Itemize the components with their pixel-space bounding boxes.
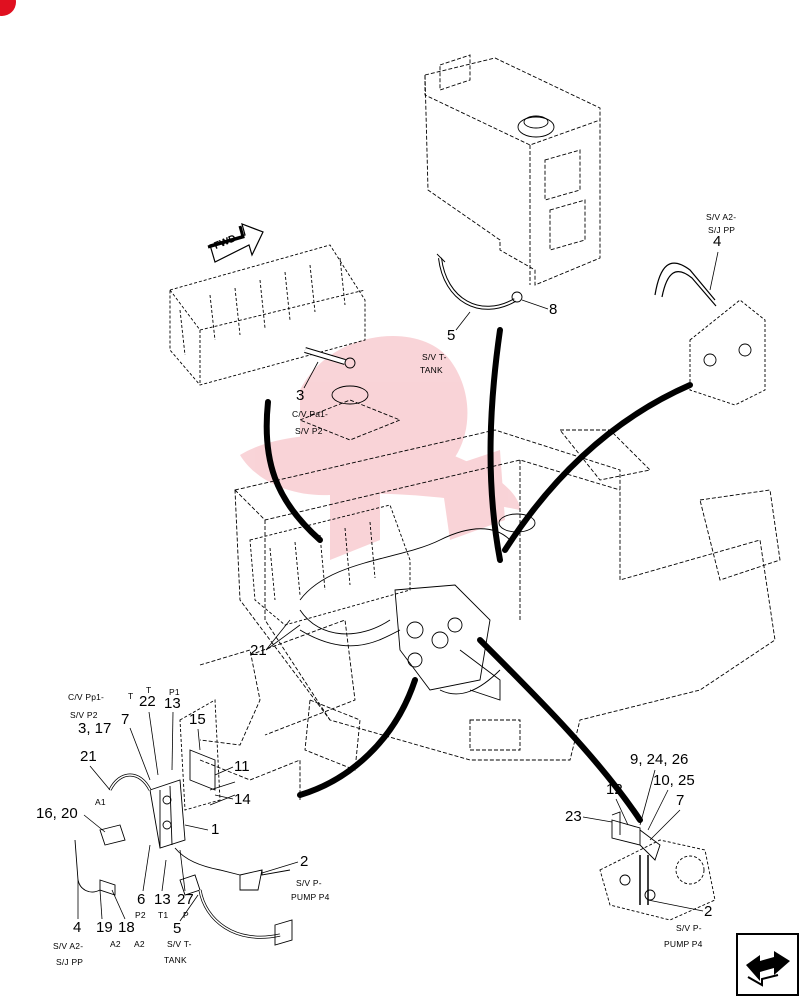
port-t1: T1 [158,910,169,920]
callout-9-24-26: 9, 24, 26 [630,751,689,768]
port-a2-b: A2 [134,939,145,949]
hydraulic-tank [424,54,601,286]
hose-5-tank [438,257,516,310]
callout-4: 4 [713,233,722,250]
caption-cv-pp1-1: C/V Pp1- [68,692,105,702]
pump-assembly [599,811,716,921]
caption-sv-t-top-1: S/V T- [422,352,447,362]
callout-23: 23 [565,808,582,825]
caption-cv-pp1-2: S/V P2 [70,710,98,720]
callout-21-left: 21 [80,748,97,765]
port-p: P [183,910,189,920]
callout-13-lower: 13 [154,891,171,908]
watermark-logo [240,336,520,560]
callout-19: 19 [96,919,113,936]
swivel-top [331,385,369,405]
callout-18: 18 [118,919,135,936]
frame-solenoid-block [394,584,501,701]
upper-frame [234,399,781,771]
port-p2: P2 [135,910,146,920]
callout-15: 15 [189,711,206,728]
control-valve-assembly [169,244,366,386]
callout-3: 3 [296,387,305,404]
callout-3-17: 3, 17 [78,720,112,737]
caption-sv-a2-top-2: S/J PP [708,225,736,235]
caption-sv-t-bot-2: TANK [164,955,187,965]
callout-13: 13 [164,695,181,712]
callout-12: 12 [606,781,623,798]
callout-7: 7 [121,711,130,728]
solenoid-valve-right [654,262,766,406]
caption-sv-p-right-1: S/V P- [676,923,702,933]
caption-sv-a2-bot-1: S/V A2- [53,941,84,951]
callout-27: 27 [177,891,194,908]
port-t-b: T [146,685,152,695]
callout-8: 8 [549,301,558,318]
callout-11: 11 [234,758,250,775]
fwd-arrow-icon [207,223,264,263]
caption-sv-t-bot-1: S/V T- [167,939,192,949]
callout-5: 5 [447,327,456,344]
port-t-a: T [128,691,134,701]
caption-sv-a2-bot-2: S/J PP [56,957,84,967]
port-a2-a: A2 [110,939,121,949]
callout-7-right: 7 [676,792,685,809]
caption-sv-p-left-1: S/V P- [296,878,322,888]
caption-sv-t-top-2: TANK [420,365,443,375]
navigate-arrow-button[interactable] [736,933,799,996]
callout-16-20: 16, 20 [36,805,78,822]
frame-control-valve [249,504,411,626]
tank-cap [517,116,555,138]
caption-sv-p-right-2: PUMP P4 [664,939,703,949]
caption-cv-pa1-1: C/V Pa1- [292,409,329,419]
caption-sv-p-left-2: PUMP P4 [291,892,330,902]
port-a1: A1 [95,797,106,807]
callout-4-lower: 4 [73,919,82,936]
callout-10-25: 10, 25 [653,772,695,789]
caption-cv-pa1-2: S/V P2 [295,426,323,436]
frame-hoses [299,528,511,695]
callout-21: 21 [250,642,267,659]
callout-2-right: 2 [704,903,713,920]
connector-lines [263,327,693,823]
callout-6: 6 [137,891,146,908]
caption-sv-a2-top-1: S/V A2- [706,212,737,222]
callout-22: 22 [139,693,156,710]
callout-14: 14 [234,791,251,808]
return-arrow-icon [746,951,790,987]
port-p1: P1 [169,687,180,697]
callout-5-lower: 5 [173,920,182,937]
callout-1: 1 [211,821,220,838]
callout-2-left: 2 [300,853,309,870]
